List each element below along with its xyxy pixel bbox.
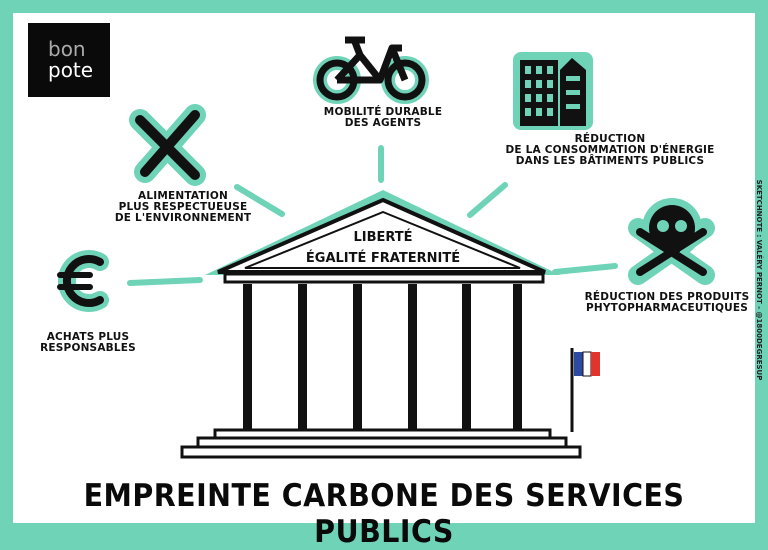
skull-crossbones-icon — [628, 198, 715, 285]
building-icon — [513, 52, 593, 130]
french-flag-icon — [570, 348, 600, 432]
label-line: RESPONSABLES — [40, 342, 136, 354]
connectors — [127, 145, 618, 286]
logo-line2: pote — [48, 58, 94, 82]
label-line: ALIMENTATION — [138, 190, 228, 202]
label-alimentation: ALIMENTATION PLUS RESPECTUEUSE DE L'ENVI… — [100, 191, 266, 224]
label-phyto: RÉDUCTION DES PRODUITS PHYTOPHARMACEUTIQ… — [582, 292, 752, 314]
credit-text: SKETCHNOTE : VALÉRY PERNOT - @1800DEGRES… — [755, 179, 763, 381]
label-line: RÉDUCTION DES PRODUITS — [584, 291, 750, 303]
label-line: RÉDUCTION — [574, 133, 646, 145]
label-line: DE LA CONSOMMATION D'ÉNERGIE — [505, 144, 715, 156]
temple — [180, 190, 582, 459]
bicycle-icon — [313, 36, 429, 104]
illustration — [57, 36, 715, 459]
fork-knife-icon — [129, 104, 206, 186]
label-line: PHYTOPHARMACEUTIQUES — [585, 302, 749, 314]
bon-pote-logo: bon pote — [28, 23, 110, 97]
euro-icon — [57, 250, 109, 312]
logo-line1: bon — [48, 37, 86, 61]
label-line: DE L'ENVIRONNEMENT — [114, 212, 252, 224]
label-line: MOBILITÉ DURABLE — [323, 106, 443, 118]
page-title: EMPREINTE CARBONE DES SERVICES PUBLICS — [83, 478, 685, 550]
label-mobilite: MOBILITÉ DURABLE DES AGENTS — [300, 107, 466, 129]
label-line: PLUS RESPECTUEUSE — [118, 201, 248, 213]
label-line: DES AGENTS — [344, 117, 422, 129]
temple-egalite-fraternite: ÉGALITÉ FRATERNITÉ — [305, 251, 461, 266]
label-line: DANS LES BÂTIMENTS PUBLICS — [515, 155, 705, 167]
credit: SKETCHNOTE : VALÉRY PERNOT - @1800DEGRES… — [752, 180, 766, 381]
label-energie: RÉDUCTION DE LA CONSOMMATION D'ÉNERGIE D… — [500, 134, 720, 167]
label-achats: ACHATS PLUS RESPONSABLES — [20, 332, 156, 354]
temple-liberte: LIBERTÉ — [353, 230, 413, 245]
label-line: ACHATS PLUS — [46, 331, 130, 343]
